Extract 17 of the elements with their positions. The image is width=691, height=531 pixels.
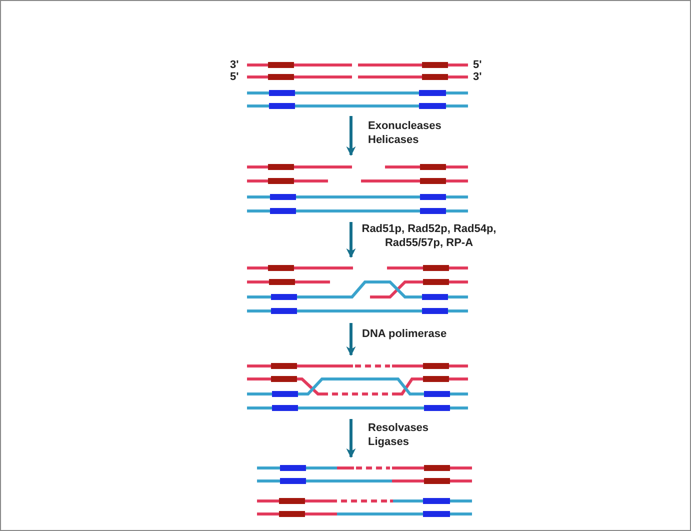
- dna-strands-drawing: [247, 62, 468, 109]
- arrow: [346, 222, 356, 258]
- arrow: [346, 323, 356, 356]
- edge-label: DNA polimerase: [362, 327, 448, 341]
- strand-end-label: 5': [230, 70, 239, 84]
- dna-strands-drawing: [247, 363, 468, 411]
- arrow: [346, 419, 356, 458]
- arrow: [346, 116, 356, 156]
- strand-end-label: 3': [473, 70, 482, 84]
- edge-label: Rad51p, Rad52p, Rad54p, Rad55/57p, RP-A: [360, 222, 498, 250]
- edge-label: Resolvases Ligases: [368, 421, 430, 449]
- strand-end-label: 3': [230, 58, 239, 72]
- dna-strands-drawing: [247, 265, 468, 314]
- dna-strands-drawing: [247, 164, 468, 214]
- strand-end-label: 5': [473, 58, 482, 72]
- edge-label: Exonucleases Helicases: [368, 119, 442, 147]
- dna-strands-drawing: [257, 465, 472, 517]
